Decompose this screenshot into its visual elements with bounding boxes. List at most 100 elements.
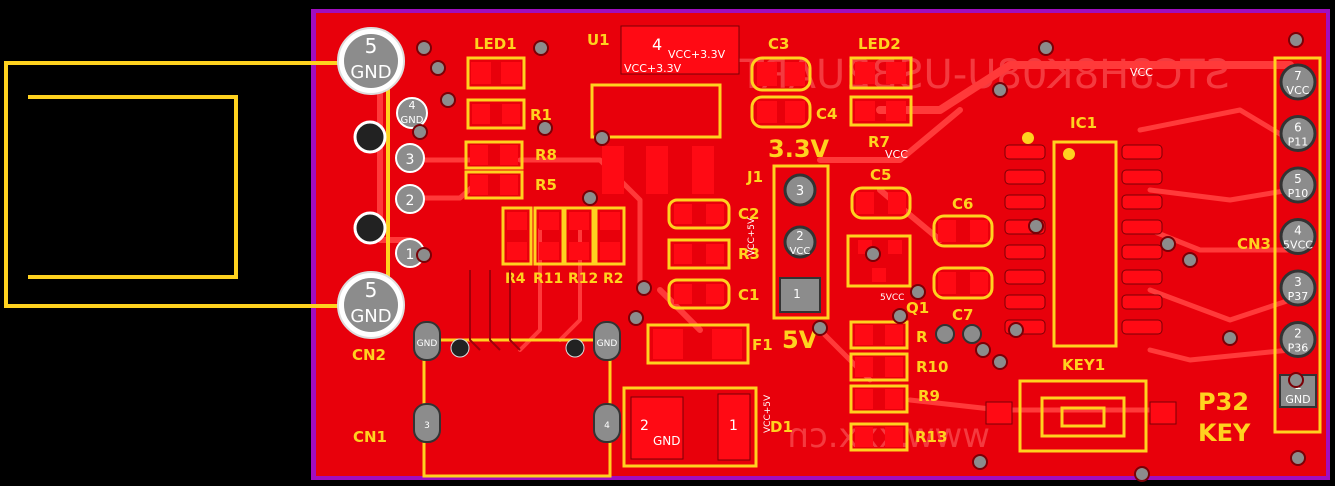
svg-text:VCC+3.3V: VCC+3.3V	[624, 62, 682, 75]
resistor-column[interactable]: R R10 R9 R13	[849, 320, 948, 452]
svg-text:GND: GND	[417, 339, 438, 349]
svg-text:CN3: CN3	[1237, 235, 1271, 253]
svg-text:1: 1	[406, 247, 415, 263]
r1-component[interactable]: R1	[466, 98, 552, 130]
cn3-pin-num: 2	[1294, 327, 1302, 341]
cn2-usb-connector[interactable]: 5 GND 5 GND 4 GND 3 2 1 CN2	[4, 27, 428, 364]
c5-capacitor[interactable]: C5	[850, 166, 912, 220]
svg-text:KEY1: KEY1	[1062, 356, 1105, 374]
j1-pin-1: 1	[779, 277, 821, 313]
svg-text:C1: C1	[738, 286, 759, 304]
ic1-right-pins	[1121, 144, 1163, 335]
svg-text:C5: C5	[870, 166, 891, 184]
via	[1290, 450, 1306, 466]
cn2-mount-hole-2	[353, 211, 387, 245]
led1-component[interactable]: LED1	[466, 35, 526, 90]
ic1-pin-right	[1121, 244, 1163, 260]
c2-capacitor[interactable]: C2	[667, 198, 759, 230]
r8-component[interactable]: R8	[464, 140, 557, 170]
svg-text:GND: GND	[653, 434, 681, 448]
led2-component[interactable]: LED2	[849, 35, 913, 90]
svg-text:3: 3	[796, 184, 804, 199]
svg-text:C4: C4	[816, 105, 837, 123]
label-p32: P32	[1198, 388, 1249, 416]
r5-component[interactable]: R5	[464, 170, 557, 200]
cn3-pin-name: P37	[1288, 290, 1309, 303]
cn2-pin-4: 4 GND	[396, 97, 428, 129]
svg-text:CN1: CN1	[353, 428, 387, 446]
c4-capacitor[interactable]: C4	[750, 95, 837, 129]
j1-pin-3: 3	[783, 173, 817, 207]
c7-capacitor[interactable]: C7	[932, 266, 994, 344]
r3-component[interactable]: R3	[667, 238, 760, 270]
svg-text:5: 5	[365, 278, 378, 302]
c6-capacitor[interactable]: C6	[932, 195, 994, 248]
vcc-trace-2	[817, 107, 963, 163]
j1-jumper[interactable]: 3 2 VCC 1	[772, 164, 830, 320]
svg-text:D1: D1	[770, 418, 793, 436]
cn3-pin-name: 5VCC	[1283, 239, 1313, 252]
svg-text:F1: F1	[752, 336, 773, 354]
resistor-array[interactable]: R4 R11 R12 R2	[501, 206, 626, 287]
via	[1028, 218, 1044, 234]
label-3v3: 3.3V	[768, 135, 830, 163]
svg-text:C6: C6	[952, 195, 973, 213]
svg-text:GND: GND	[350, 306, 391, 327]
cn2-pin-5-bottom: 5 GND	[337, 271, 405, 339]
via	[440, 92, 456, 108]
ic1-pin-right	[1121, 144, 1163, 160]
svg-text:GND: GND	[350, 62, 391, 83]
f1-fuse[interactable]: F1	[646, 323, 773, 365]
svg-text:R7: R7	[868, 133, 890, 151]
ic1-pin-right	[1121, 294, 1163, 310]
cn1-connector[interactable]: GND GND 3 4 CN1	[353, 321, 621, 478]
ic1-pin-right	[1121, 319, 1163, 335]
svg-text:VCC: VCC	[790, 246, 811, 257]
svg-text:LED2: LED2	[858, 35, 901, 53]
p11-trace	[1137, 107, 1293, 143]
cn2-pin-2: 2	[395, 184, 425, 214]
ic1-pin-right	[1121, 169, 1163, 185]
via	[416, 247, 432, 263]
d1-diode[interactable]: 2 GND 1 VCC+5V D1	[622, 386, 793, 468]
c3-capacitor[interactable]: C3	[750, 35, 812, 92]
c1-capacitor[interactable]: C1	[667, 278, 759, 310]
label-key: KEY	[1198, 419, 1251, 447]
via	[636, 280, 652, 296]
ic1-pin-right	[1121, 269, 1163, 285]
cn1-pad-3: 3	[413, 403, 441, 443]
via	[412, 124, 428, 140]
u1-regulator[interactable]: U1 4 VCC+3.3V VCC+3.3V	[587, 25, 740, 194]
svg-text:Q1: Q1	[906, 299, 929, 317]
r11-designator: R11	[533, 271, 563, 287]
cn2-pin-3: 3	[395, 143, 425, 173]
cn2-outer-outline	[4, 61, 390, 308]
net-label-vcc-bus: VCC	[1130, 66, 1153, 79]
ic1-pin-left	[1004, 294, 1046, 310]
svg-text:GND: GND	[401, 115, 424, 126]
r-designator: R	[916, 328, 928, 346]
svg-text:5: 5	[365, 34, 378, 58]
key1-button[interactable]: KEY1	[985, 356, 1177, 453]
via	[1134, 466, 1150, 482]
via	[992, 354, 1008, 370]
ic1-pin-left	[1004, 194, 1046, 210]
svg-text:STC8H8K08U-USB2UART: STC8H8K08U-USB2UART	[739, 52, 1230, 98]
cn3-pin-num: 5	[1294, 172, 1302, 186]
cn2-designator: CN2	[352, 346, 386, 364]
r9-designator: R9	[918, 387, 940, 405]
net-label-vcc5: VCC+5V	[747, 217, 757, 256]
via	[1008, 322, 1024, 338]
r7-component[interactable]: R7	[849, 95, 913, 151]
cn3-pin-num: 7	[1294, 69, 1302, 83]
ic1-mcu[interactable]: IC1	[1004, 114, 1163, 348]
